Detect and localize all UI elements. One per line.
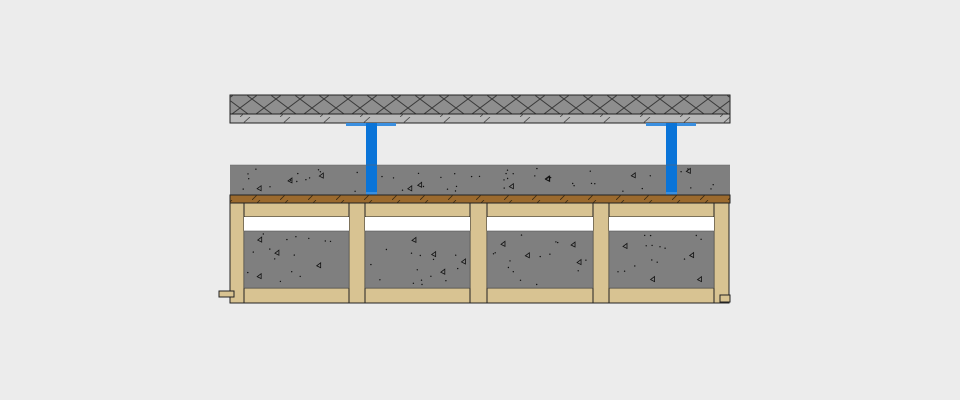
concrete-infill	[243, 217, 715, 289]
concrete-screed	[230, 164, 730, 195]
top-slab-underlayer	[229, 113, 731, 124]
support-post-left	[346, 123, 396, 195]
top-slab	[229, 94, 731, 115]
wood-board-layer	[229, 194, 731, 204]
timber-frame	[218, 202, 731, 304]
support-post-right	[646, 123, 696, 195]
